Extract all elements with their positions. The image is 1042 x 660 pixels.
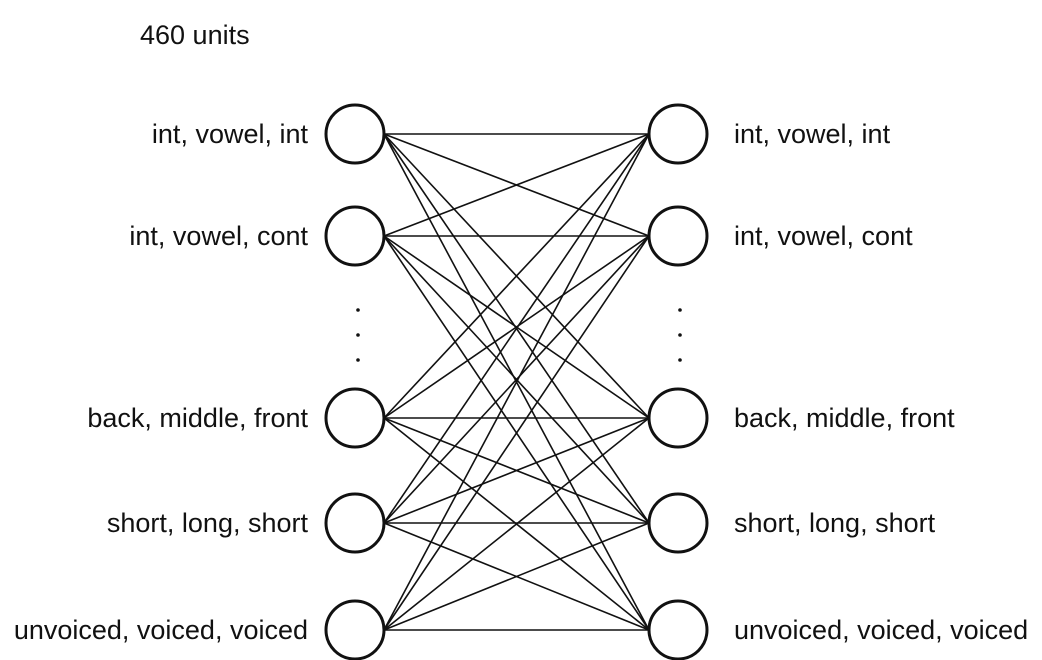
connection-line bbox=[383, 133, 650, 237]
connection-line bbox=[383, 235, 650, 419]
left-ellipsis-dot bbox=[356, 333, 360, 337]
connection-line bbox=[383, 417, 650, 524]
right-node bbox=[647, 387, 709, 449]
left-node bbox=[324, 205, 386, 267]
right-node bbox=[647, 205, 709, 267]
ellipsis-dots bbox=[356, 308, 682, 362]
right-ellipsis-dot bbox=[678, 308, 682, 312]
connection-line bbox=[383, 133, 650, 419]
connection-line bbox=[383, 235, 650, 524]
right-ellipsis-dot bbox=[678, 333, 682, 337]
connection-line bbox=[383, 522, 650, 631]
right-node-label: int, vowel, int bbox=[734, 119, 891, 149]
right-node-label: short, long, short bbox=[734, 508, 936, 538]
connections bbox=[383, 133, 650, 631]
left-node-label: short, long, short bbox=[107, 508, 309, 538]
left-ellipsis-dot bbox=[356, 308, 360, 312]
left-ellipsis-dot bbox=[356, 358, 360, 362]
right-node bbox=[647, 492, 709, 554]
connection-line bbox=[383, 133, 650, 524]
left-node-label: back, middle, front bbox=[87, 403, 308, 433]
left-node bbox=[324, 103, 386, 165]
connection-line bbox=[383, 235, 650, 631]
node-labels: int, vowel, int int, vowel, int int, vowel… bbox=[14, 119, 1028, 645]
left-node-label: unvoiced, voiced, voiced bbox=[14, 615, 308, 645]
right-node bbox=[647, 103, 709, 165]
left-node bbox=[324, 599, 386, 660]
right-node-label: unvoiced, voiced, voiced bbox=[734, 615, 1028, 645]
left-node bbox=[324, 387, 386, 449]
right-ellipsis-dot bbox=[678, 358, 682, 362]
left-node bbox=[324, 492, 386, 554]
right-node bbox=[647, 599, 709, 660]
diagram-title: 460 units bbox=[140, 20, 250, 50]
connection-line bbox=[383, 133, 650, 631]
nodes bbox=[324, 103, 709, 660]
right-node-label: int, vowel, cont bbox=[734, 221, 913, 251]
left-node-label: int, vowel, cont bbox=[129, 221, 308, 251]
right-node-label: back, middle, front bbox=[734, 403, 955, 433]
left-node-label: int, vowel, int bbox=[152, 119, 309, 149]
connection-line bbox=[383, 417, 650, 631]
